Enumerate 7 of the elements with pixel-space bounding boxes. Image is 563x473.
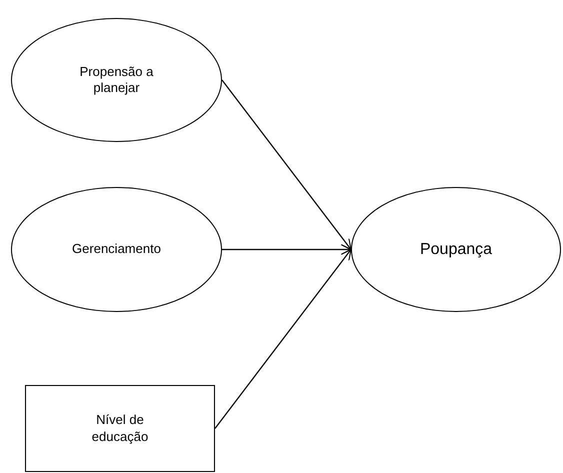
node-label: Poupança xyxy=(418,240,494,260)
node-label: Gerenciamento xyxy=(71,241,162,258)
node-label: Propensão a planejar xyxy=(78,64,154,96)
box-node xyxy=(25,385,215,472)
node-label: Nível de educação xyxy=(90,412,150,445)
arrow xyxy=(214,249,352,429)
arrow xyxy=(222,80,352,250)
